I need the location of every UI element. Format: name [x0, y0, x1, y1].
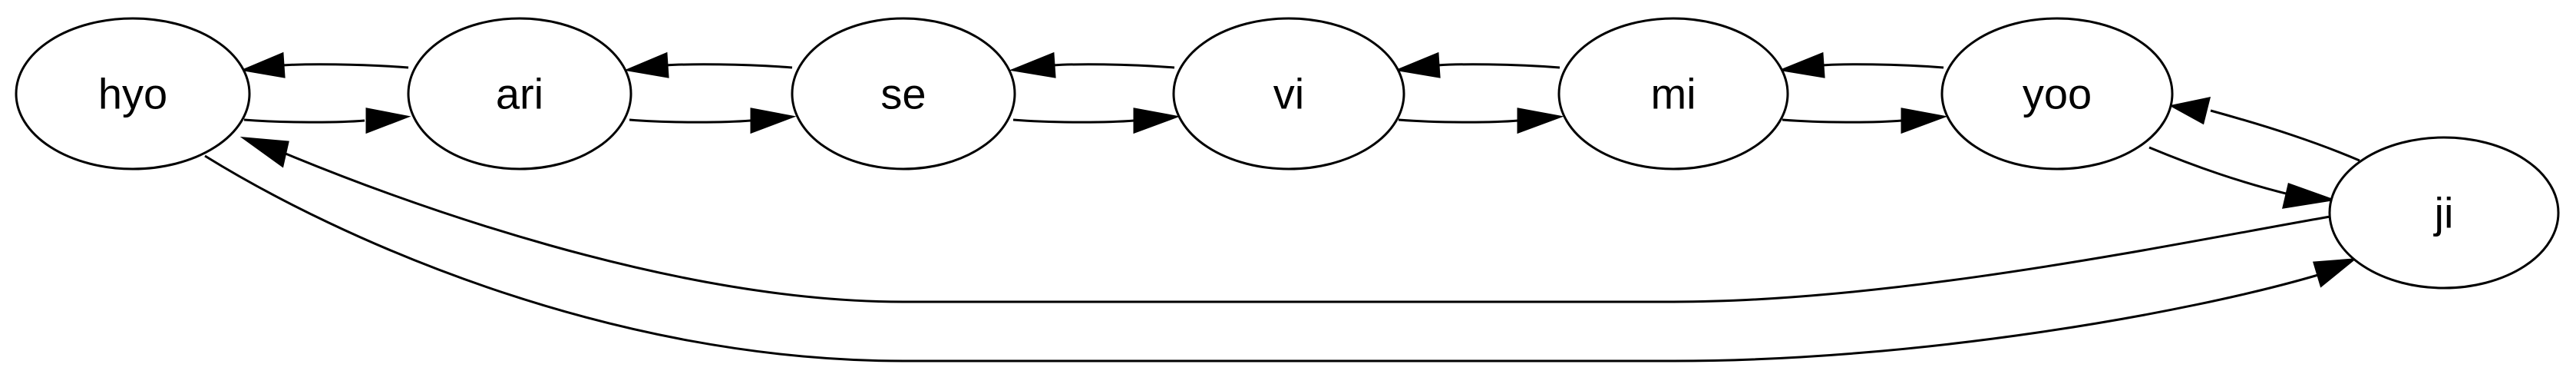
arrowhead-icon — [2313, 258, 2357, 288]
node-ari: ari — [407, 17, 632, 170]
node-ellipse — [1172, 17, 1405, 170]
edge-line — [629, 118, 751, 124]
arrowhead-icon — [1901, 108, 1948, 134]
edge-ji-to-yoo — [2168, 97, 2360, 162]
edge-line — [1782, 118, 1903, 124]
node-ellipse — [1940, 17, 2174, 170]
edge-line — [665, 63, 793, 69]
arrowhead-icon — [1778, 51, 1825, 78]
edge-vi-to-mi — [1398, 108, 1564, 134]
edge-vi-to-se — [1009, 51, 1175, 78]
edge-line — [1398, 118, 1519, 124]
nodes-layer: hyo ari se vi mi yoo ji — [15, 17, 2560, 290]
arrowhead-icon — [1133, 108, 1181, 134]
edge-yoo-to-ji — [2148, 146, 2333, 209]
edge-se-to-ari — [623, 51, 793, 78]
arrowhead-icon — [239, 51, 286, 78]
node-yoo: yoo — [1940, 17, 2174, 170]
node-ellipse — [791, 17, 1016, 170]
node-label: mi — [1650, 70, 1696, 118]
node-label: hyo — [98, 70, 167, 118]
edge-line — [2210, 109, 2360, 162]
edges-layer — [204, 51, 2360, 362]
edge-mi-to-yoo — [1782, 108, 1948, 134]
edge-ari-to-hyo — [239, 51, 409, 78]
edge-line — [282, 63, 409, 69]
edge-hyo-to-ari — [243, 108, 411, 134]
arrowhead-icon — [1517, 108, 1564, 134]
node-hyo: hyo — [15, 17, 251, 170]
edge-line — [1821, 63, 1944, 69]
node-se: se — [791, 17, 1016, 170]
arrowhead-icon — [2282, 183, 2333, 209]
node-ellipse — [2328, 136, 2560, 290]
edge-line — [1052, 63, 1175, 69]
node-mi: mi — [1557, 17, 1789, 170]
edge-ari-to-se — [629, 108, 797, 134]
edge-line — [204, 154, 2319, 362]
edge-mi-to-vi — [1394, 51, 1560, 78]
node-ellipse — [15, 17, 251, 170]
node-label: se — [880, 70, 926, 118]
arrowhead-icon — [365, 108, 411, 134]
node-ellipse — [407, 17, 632, 170]
node-vi: vi — [1172, 17, 1405, 170]
edge-yoo-to-mi — [1778, 51, 1944, 78]
arrowhead-icon — [750, 108, 797, 134]
edge-se-to-vi — [1012, 108, 1181, 134]
arrowhead-icon — [1009, 51, 1056, 78]
node-ji: ji — [2328, 136, 2560, 290]
node-ellipse — [1557, 17, 1789, 170]
edge-line — [2148, 146, 2296, 197]
node-label: vi — [1273, 70, 1304, 118]
node-label: ji — [2433, 189, 2454, 237]
arrowhead-icon — [1394, 51, 1441, 78]
arrowhead-icon — [623, 51, 669, 78]
arrowhead-icon — [239, 137, 289, 168]
edge-ji-to-hyo — [239, 137, 2331, 303]
arrowhead-icon — [2168, 97, 2211, 125]
edge-line — [285, 152, 2331, 303]
edge-line — [243, 118, 365, 124]
node-label: yoo — [2023, 70, 2092, 118]
edge-line — [1012, 118, 1135, 124]
edge-line — [1437, 63, 1560, 69]
edge-hyo-to-ji — [204, 154, 2357, 362]
node-label: ari — [496, 70, 543, 118]
